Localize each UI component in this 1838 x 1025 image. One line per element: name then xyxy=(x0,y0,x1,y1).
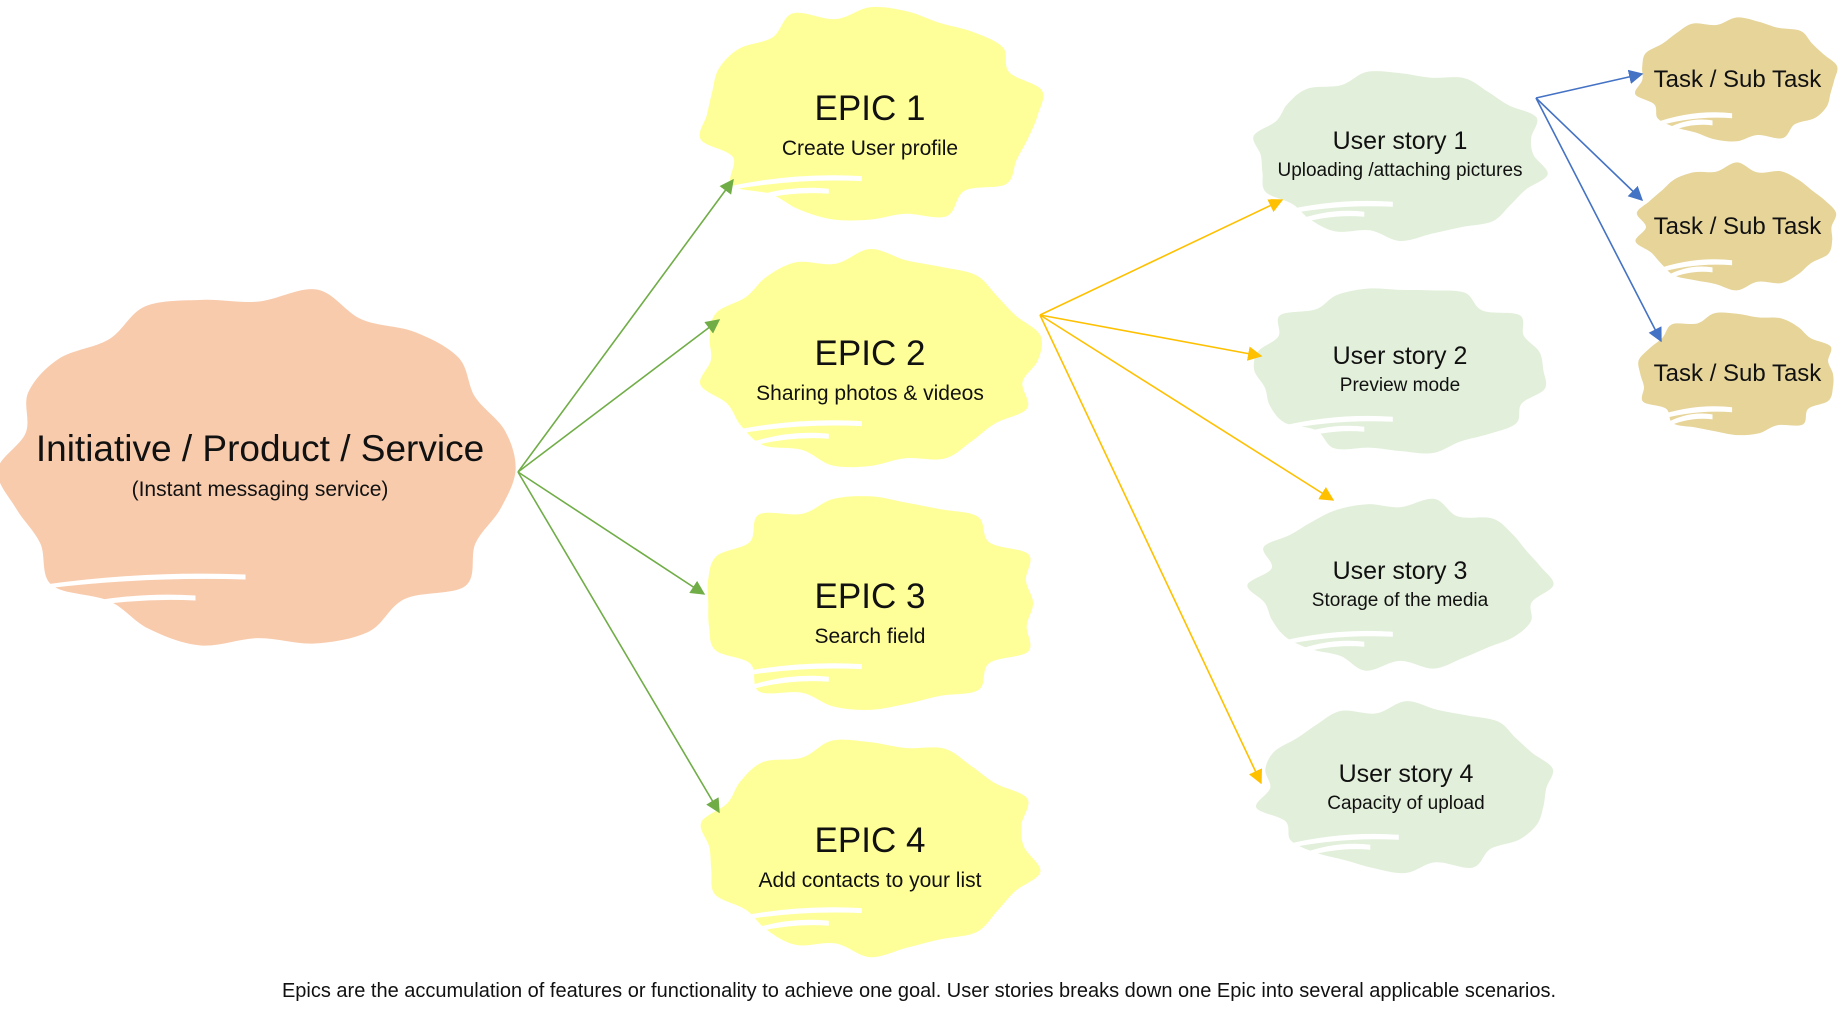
epic-3-node: EPIC 3 Search field xyxy=(700,558,1040,668)
story-3-title: User story 3 xyxy=(1332,557,1468,586)
story-4-node: User story 4 Capacity of upload xyxy=(1261,743,1551,833)
epic-4-subtitle: Add contacts to your list xyxy=(758,868,982,892)
story-4-title: User story 4 xyxy=(1338,760,1474,789)
story-1-title: User story 1 xyxy=(1332,127,1468,156)
task-3-node: Task / Sub Task xyxy=(1640,349,1835,399)
story-3-blob xyxy=(1247,498,1554,671)
task-2-title: Task / Sub Task xyxy=(1653,213,1822,241)
task-3-blob xyxy=(1638,312,1834,436)
story-3-node: User story 3 Storage of the media xyxy=(1255,540,1545,630)
story-2-title: User story 2 xyxy=(1332,342,1468,371)
story-3-subtitle: Storage of the media xyxy=(1311,589,1489,611)
arrow-story-1-task-2 xyxy=(1535,97,1644,201)
root-title: Initiative / Product / Service xyxy=(35,428,485,470)
task-2-blob xyxy=(1635,162,1837,291)
arrow-story-1-task-1 xyxy=(1535,69,1644,99)
story-1-node: User story 1 Uploading /attaching pictur… xyxy=(1255,110,1545,200)
epic-4-node: EPIC 4 Add contacts to your list xyxy=(700,802,1040,912)
epic-1-node: EPIC 1 Create User profile xyxy=(700,70,1040,180)
story-1-subtitle: Uploading /attaching pictures xyxy=(1277,159,1523,181)
root-node: Initiative / Product / Service (Instant … xyxy=(20,390,500,540)
arrow-root-epic-1 xyxy=(517,178,734,473)
arrow-epic-2-story-3 xyxy=(1039,314,1335,501)
story-4-subtitle: Capacity of upload xyxy=(1327,792,1485,814)
epic-1-title: EPIC 1 xyxy=(814,89,926,129)
root-subtitle: (Instant messaging service) xyxy=(131,477,389,501)
arrow-epic-2-story-2 xyxy=(1039,314,1263,361)
arrow-root-epic-4 xyxy=(517,471,720,814)
arrow-epic-2-story-1 xyxy=(1039,199,1284,316)
story-4-blob xyxy=(1255,701,1554,874)
arrow-root-epic-3 xyxy=(517,471,706,595)
epic-4-blob xyxy=(700,739,1041,958)
task-1-node: Task / Sub Task xyxy=(1640,55,1835,105)
story-1-blob xyxy=(1253,71,1548,242)
arrow-story-1-task-3 xyxy=(1535,97,1662,343)
task-1-blob xyxy=(1634,17,1838,142)
epic-3-title: EPIC 3 xyxy=(814,577,926,617)
task-2-node: Task / Sub Task xyxy=(1640,202,1835,252)
root-blob xyxy=(0,289,516,646)
epic-3-blob xyxy=(707,496,1034,710)
story-2-subtitle: Preview mode xyxy=(1339,374,1461,396)
epic-3-subtitle: Search field xyxy=(814,624,926,648)
task-3-title: Task / Sub Task xyxy=(1653,360,1822,388)
epic-1-blob xyxy=(699,6,1044,221)
epic-1-subtitle: Create User profile xyxy=(781,136,959,160)
arrow-root-epic-2 xyxy=(517,319,721,473)
epic-2-blob xyxy=(699,248,1043,468)
story-2-node: User story 2 Preview mode xyxy=(1255,325,1545,415)
task-1-title: Task / Sub Task xyxy=(1653,66,1822,94)
arrow-epic-2-story-4 xyxy=(1039,314,1262,785)
epic-2-node: EPIC 2 Sharing photos & videos xyxy=(700,315,1040,425)
epic-2-subtitle: Sharing photos & videos xyxy=(756,381,984,405)
epic-2-title: EPIC 2 xyxy=(814,334,926,374)
caption: Epics are the accumulation of features o… xyxy=(281,980,1557,1002)
epic-4-title: EPIC 4 xyxy=(814,821,926,861)
story-2-blob xyxy=(1253,288,1547,454)
